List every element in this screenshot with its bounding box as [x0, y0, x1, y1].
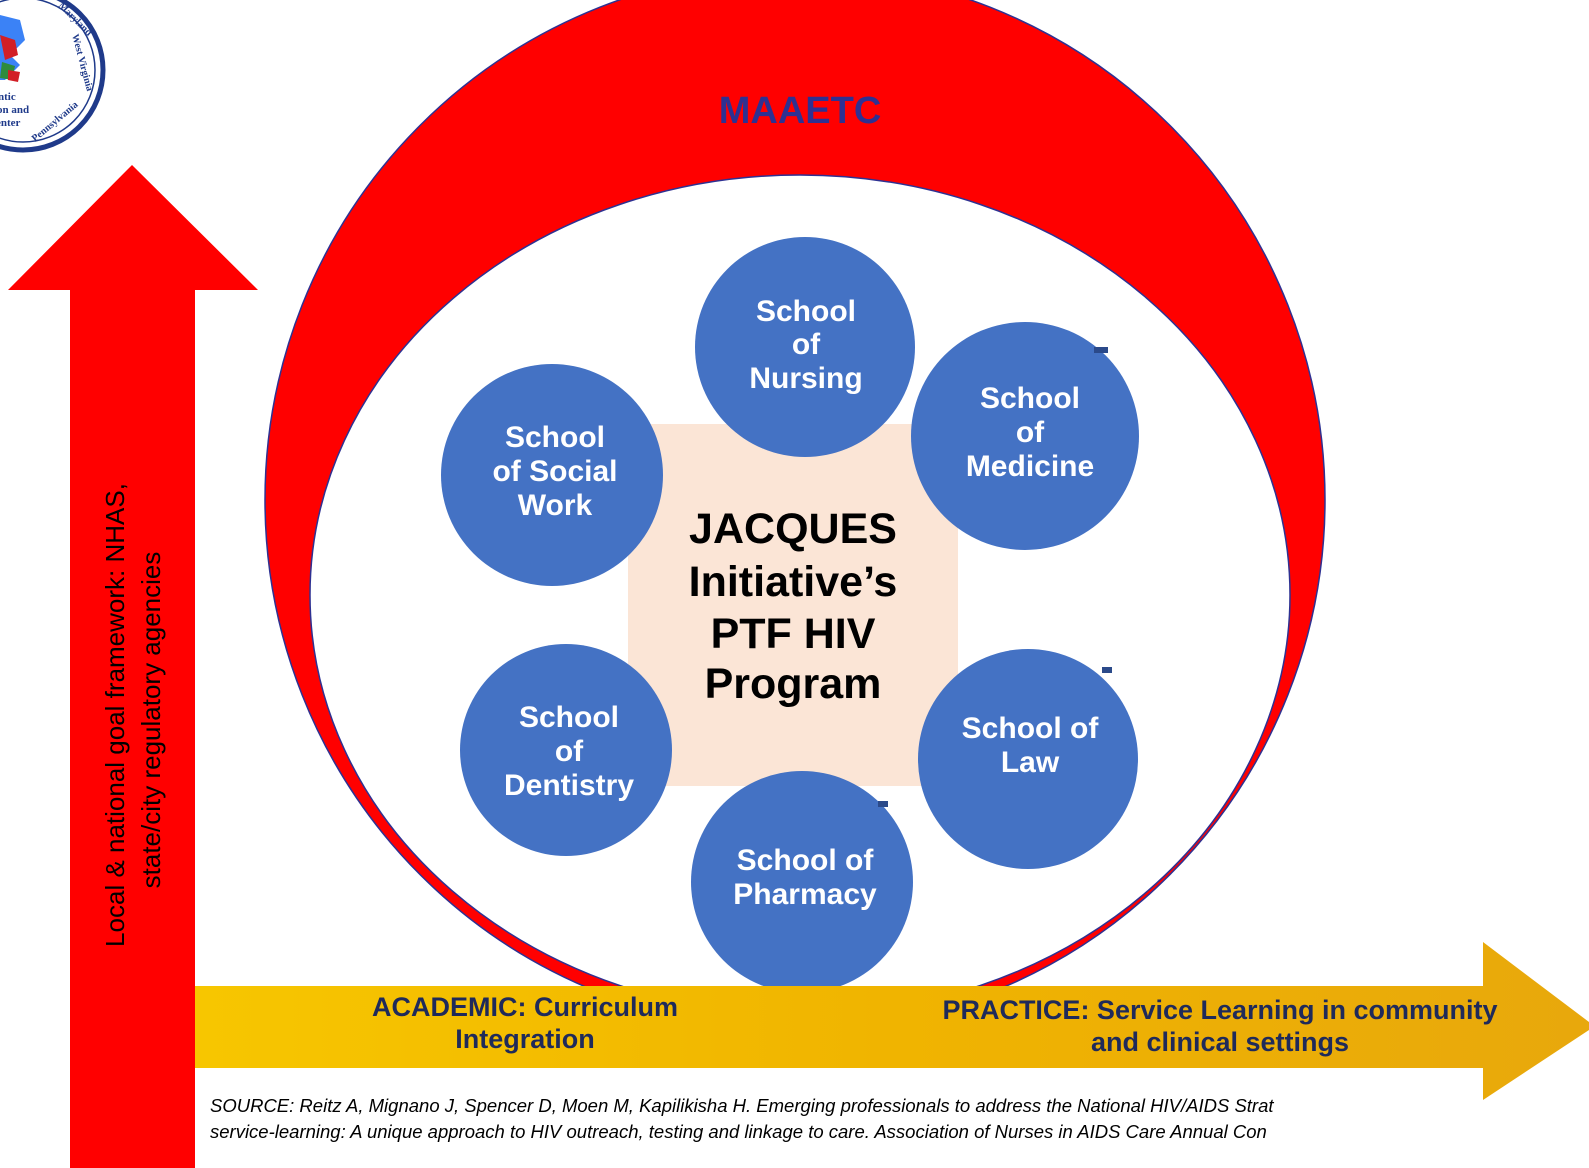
logo-text-line-1: ntic: [0, 91, 16, 103]
school-medicine-node: School of Medicine: [911, 322, 1139, 550]
school-social-work-node: School of Social Work: [441, 364, 663, 586]
vertical-arrow: [8, 165, 258, 1168]
school-dentistry-node: School of Dentistry: [460, 644, 672, 856]
school-dentistry-line-2: of: [555, 735, 584, 768]
school-medicine-line-1: School: [980, 382, 1080, 415]
school-pharmacy-node: School of Pharmacy: [691, 771, 913, 993]
practice-label-line-2: and clinical settings: [1091, 1027, 1349, 1057]
school-pharmacy-line-1: School of: [737, 844, 875, 877]
logo-text-line-3: enter: [0, 117, 21, 129]
academic-label-line-1: ACADEMIC: Curriculum: [372, 992, 678, 1022]
source-citation-line-1: SOURCE: Reitz A, Mignano J, Spencer D, M…: [210, 1095, 1274, 1116]
school-nursing-line-2: of: [792, 328, 821, 361]
school-medicine-line-3: Medicine: [966, 450, 1094, 483]
school-social-work-line-3: Work: [518, 489, 593, 522]
school-nursing-line-1: School: [756, 295, 856, 328]
source-citation: SOURCE: Reitz A, Mignano J, Spencer D, M…: [210, 1093, 1589, 1145]
practice-label-line-1: PRACTICE: Service Learning in community: [942, 995, 1497, 1025]
school-medicine-line-2: of: [1016, 416, 1045, 449]
center-label-line-1: JACQUES: [689, 505, 897, 553]
center-program-box: JACQUES Initiative’s PTF HIV Program: [628, 424, 958, 786]
vertical-arrow-label-line-1: Local & national goal framework: NHAS,: [100, 483, 130, 947]
school-social-work-line-2: of Social: [492, 455, 617, 488]
school-law-node: School of Law: [918, 649, 1138, 869]
horizontal-arrow: ACADEMIC: Curriculum Integration PRACTIC…: [195, 942, 1589, 1100]
school-pharmacy-line-2: Pharmacy: [733, 878, 877, 911]
center-label-line-4: Program: [705, 660, 882, 708]
vertical-arrow-label-line-2: state/city regulatory agencies: [136, 552, 166, 889]
maaetc-label: MAAETC: [719, 90, 882, 132]
school-social-work-line-1: School: [505, 421, 605, 454]
school-nursing-node: School of Nursing: [695, 237, 915, 457]
school-law-line-2: Law: [1001, 746, 1060, 779]
logo-text-line-2: ion and: [0, 104, 29, 116]
school-nursing-line-3: Nursing: [749, 362, 862, 395]
academic-label-line-2: Integration: [455, 1024, 595, 1054]
center-label-line-2: Initiative’s: [689, 558, 898, 606]
school-dentistry-line-1: School: [519, 701, 619, 734]
school-law-line-1: School of: [962, 712, 1100, 745]
source-citation-line-2: service-learning: A unique approach to H…: [210, 1121, 1267, 1142]
school-dentistry-line-3: Dentistry: [504, 769, 634, 802]
center-label-line-3: PTF HIV: [711, 610, 876, 658]
organization-logo: ntic ion and enter West Virginia Marylan…: [0, 0, 106, 153]
